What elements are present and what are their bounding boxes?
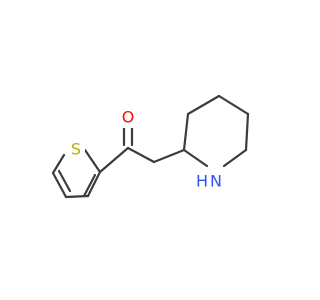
nitrogen-label: N	[210, 172, 222, 191]
bond-thienyl-carbonyl	[98, 146, 130, 174]
nitrogen-hydrogen-label: H	[196, 172, 208, 191]
sulfur-label: S	[71, 140, 81, 159]
bond-carbonyl-ch2	[126, 146, 156, 164]
bond-c5-c6-pip	[244, 112, 250, 152]
thiophene-ring	[51, 148, 102, 199]
molecule-structure: O S H N	[51, 94, 250, 199]
sulfur-label-bg	[67, 140, 85, 160]
oxygen-label: O	[122, 108, 135, 127]
bond-c2-c3-double	[82, 173, 97, 198]
bond-c4-c5-double	[57, 169, 72, 193]
oxygen-label-bg	[120, 108, 136, 128]
bond-c3-c4-pip	[186, 94, 221, 116]
ketone-chain	[98, 123, 186, 174]
bond-c4-c5	[51, 171, 68, 199]
piperidine-ring	[182, 94, 250, 168]
bond-c2-c3-pip	[182, 112, 190, 152]
bond-s-c2	[83, 148, 102, 174]
bond-n-c2-pip	[182, 148, 209, 168]
bond-c3-c4	[64, 194, 90, 199]
nitrogen-hydrogen-label-bg	[194, 172, 210, 192]
bond-c4-c5-pip	[217, 94, 250, 116]
bond-c6-n-pip	[222, 148, 248, 168]
bond-c5-s	[51, 153, 66, 175]
nitrogen-label-bg	[208, 172, 225, 192]
atom-labels: O S H N	[67, 108, 225, 192]
bond-c2-c3	[86, 170, 102, 198]
bond-ch2-piperidine	[152, 148, 186, 164]
